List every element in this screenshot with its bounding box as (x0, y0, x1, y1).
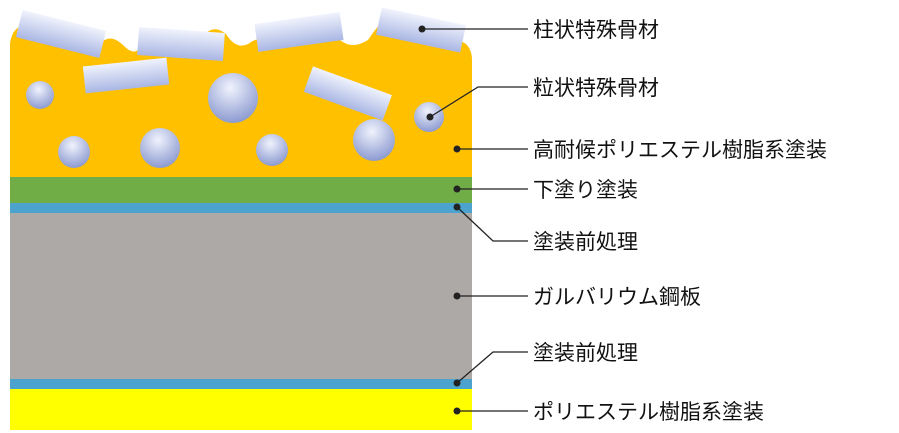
leader-pretreatment-lower (456, 351, 528, 384)
leader-dot (418, 25, 426, 33)
label-topcoat: 高耐候ポリエステル樹脂系塗装 (533, 138, 827, 162)
undercoat-layer (10, 176, 472, 203)
labels: 柱状特殊骨材 粒状特殊骨材 高耐候ポリエステル樹脂系塗装 下塗り塗装 塗装前処理… (533, 18, 827, 424)
label-granular-aggregate: 粒状特殊骨材 (533, 76, 659, 100)
rod-aggregate (303, 66, 392, 121)
leader-dot (426, 113, 434, 121)
rod-aggregate (254, 12, 344, 52)
pretreatment-lower-layer (10, 378, 472, 389)
label-undercoat: 下塗り塗装 (533, 178, 638, 202)
label-galvalume: ガルバリウム鋼板 (533, 285, 701, 309)
leader-dots (418, 25, 461, 415)
leader-dot (453, 292, 461, 300)
granular-aggregates (26, 73, 444, 168)
label-pretreatment-upper: 塗装前処理 (533, 230, 638, 254)
ball-aggregate (26, 81, 54, 109)
label-columnar-aggregate: 柱状特殊骨材 (533, 18, 659, 42)
leader-dot (453, 203, 461, 211)
leader-dot (453, 185, 461, 193)
pretreatment-upper-layer (10, 202, 472, 213)
leader-dot (453, 407, 461, 415)
label-pretreatment-lower: 塗装前処理 (533, 341, 638, 365)
rod-aggregate (15, 10, 107, 58)
rod-aggregate (137, 27, 225, 61)
backcoat-layer (10, 388, 472, 430)
ball-aggregate (353, 119, 395, 161)
ball-aggregate (140, 128, 180, 168)
label-backcoat: ポリエステル樹脂系塗装 (533, 400, 764, 424)
leader-lines (422, 28, 528, 412)
galvalume-layer (10, 212, 472, 379)
leader-pretreatment-upper (456, 206, 528, 242)
ball-aggregate (256, 134, 288, 166)
rod-aggregate (82, 57, 170, 94)
leader-dot (453, 145, 461, 153)
ball-aggregate (208, 73, 258, 123)
leader-granular (429, 86, 528, 118)
leader-dot (453, 379, 461, 387)
ball-aggregate (58, 136, 90, 168)
